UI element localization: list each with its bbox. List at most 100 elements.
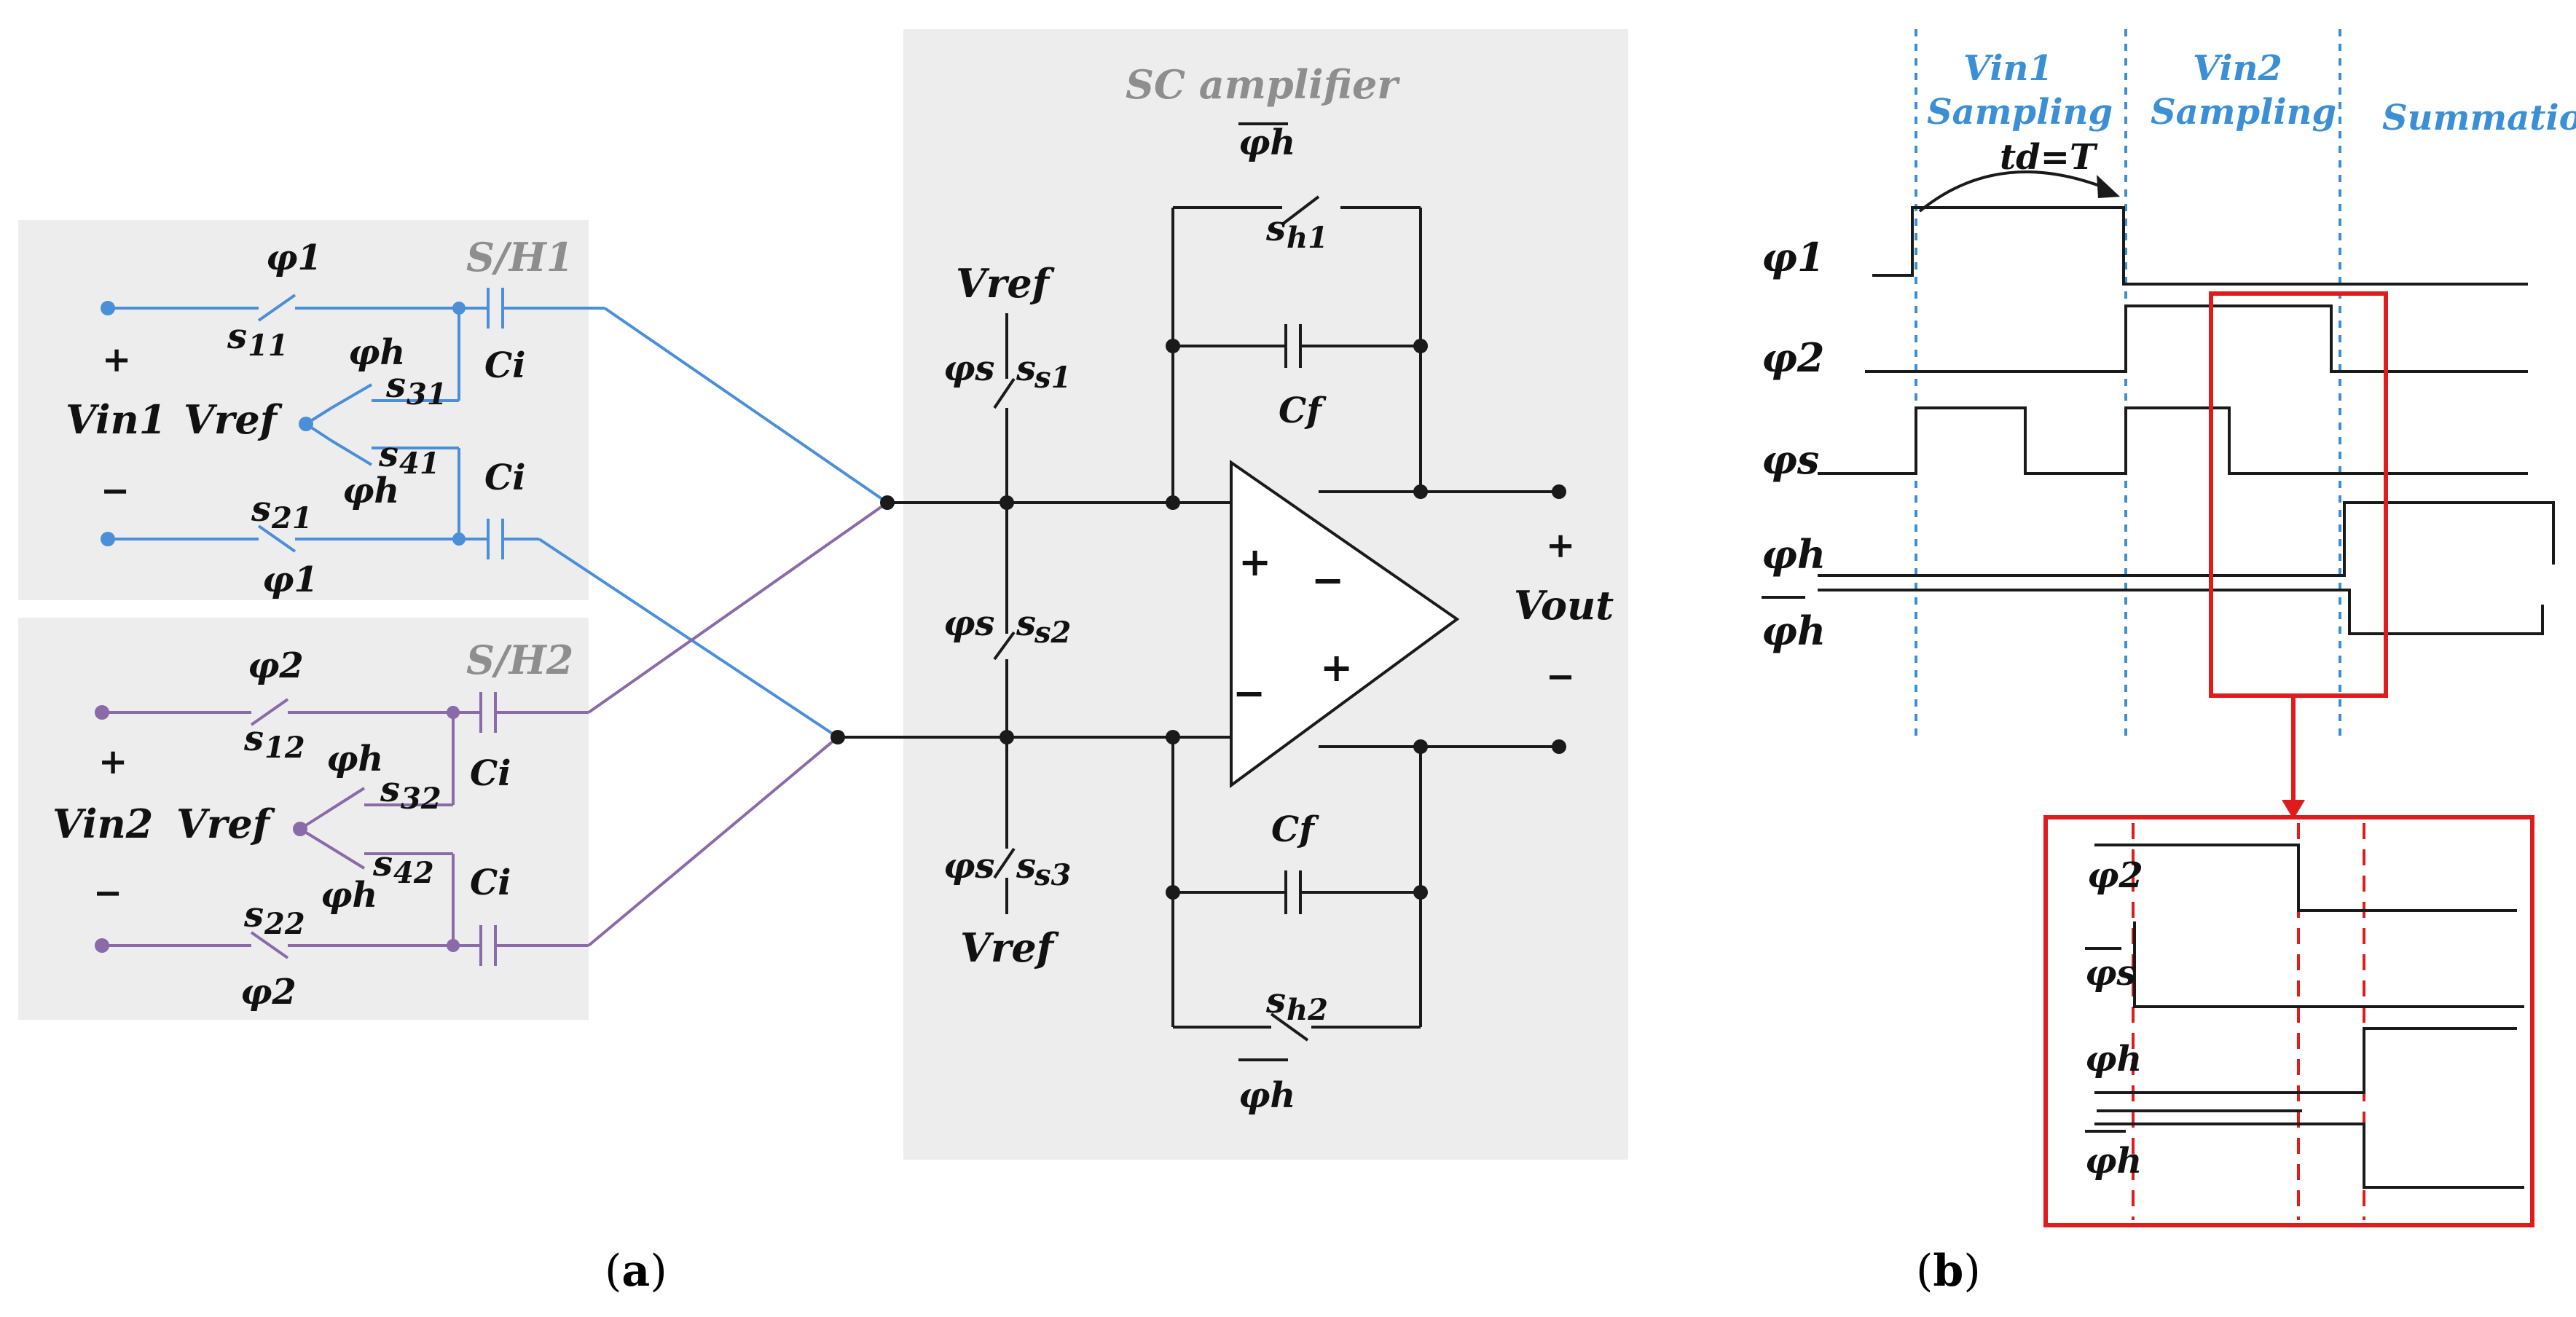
svg-text:31: 31 xyxy=(407,377,447,412)
vout-minus-terminal xyxy=(1552,739,1566,754)
svg-text:+: + xyxy=(1238,538,1271,585)
svg-text:Cf: Cf xyxy=(1271,809,1319,850)
svg-text:21: 21 xyxy=(271,501,313,535)
svg-text:Vref: Vref xyxy=(960,924,1059,971)
svg-text:Vin1: Vin1 xyxy=(1963,48,2053,89)
opamp-triangle xyxy=(1230,460,1460,788)
svg-text:Vout: Vout xyxy=(1514,582,1614,629)
svg-text:11: 11 xyxy=(248,329,288,363)
svg-text:φ1: φ1 xyxy=(266,237,322,278)
svg-text:s3: s3 xyxy=(1034,858,1071,892)
svg-text:−: − xyxy=(93,873,122,913)
svg-text:φh: φh xyxy=(342,471,399,511)
svg-text:Vref: Vref xyxy=(184,396,283,443)
svg-text:Vin2: Vin2 xyxy=(2193,48,2282,89)
svg-text:−: − xyxy=(101,471,130,511)
svg-text:−: − xyxy=(1311,557,1344,603)
svg-text:−: − xyxy=(1546,656,1575,697)
panel-b: Vin1 Sampling Vin2 Sampling Summation td… xyxy=(1762,29,2576,1297)
svg-text:−: − xyxy=(1233,669,1265,716)
zoom-box xyxy=(2043,815,2534,1227)
amp-title: SC amplifier xyxy=(1126,61,1400,108)
svg-text:φh: φh xyxy=(321,875,377,916)
vout-plus-terminal xyxy=(1552,484,1566,499)
svg-text:φh: φh xyxy=(2085,1039,2142,1080)
svg-text:12: 12 xyxy=(264,731,305,765)
svg-text:42: 42 xyxy=(393,856,434,890)
caption-a: (a) xyxy=(605,1246,667,1297)
svg-text:s: s xyxy=(380,769,400,810)
svg-text:s: s xyxy=(372,844,393,884)
svg-text:h2: h2 xyxy=(1287,993,1328,1027)
vin1-minus-terminal xyxy=(101,532,115,546)
svg-text:Summation: Summation xyxy=(2382,98,2576,138)
svg-text:φ1: φ1 xyxy=(262,559,318,600)
phih-waveform xyxy=(1818,501,2555,577)
svg-text:td=T: td=T xyxy=(2000,137,2098,178)
svg-text:Ci: Ci xyxy=(470,753,511,794)
svg-text:φs: φs xyxy=(1762,436,1819,483)
svg-text:41: 41 xyxy=(399,447,440,481)
sh1-circuit: φ1 s 11 + Vin1 Vref − φh s 31 s 41 φh Ci… xyxy=(66,237,605,600)
svg-text:φs: φs xyxy=(943,603,994,644)
svg-text:φh: φh xyxy=(1762,608,1826,654)
svg-text:s: s xyxy=(1016,846,1036,886)
sh2-block xyxy=(18,618,589,1020)
svg-text:s1: s1 xyxy=(1034,361,1071,395)
caption-b: (b) xyxy=(1916,1246,1981,1297)
svg-text:s: s xyxy=(385,365,406,406)
svg-text:+: + xyxy=(1546,525,1575,566)
svg-text:φ1: φ1 xyxy=(1762,234,1824,280)
svg-text:s: s xyxy=(1265,208,1286,249)
svg-text:s: s xyxy=(243,895,264,935)
phis-waveform xyxy=(1818,406,2528,475)
svg-text:φh: φh xyxy=(1238,122,1295,163)
svg-text:Sampling: Sampling xyxy=(2151,92,2336,133)
svg-text:φs: φs xyxy=(943,846,994,886)
sh2-title: S/H2 xyxy=(466,637,573,683)
highlight-box xyxy=(2209,291,2388,698)
svg-text:φ2: φ2 xyxy=(240,972,297,1013)
svg-text:s: s xyxy=(1016,603,1036,644)
svg-text:Ci: Ci xyxy=(470,862,511,903)
phihbar-waveform xyxy=(1818,589,2544,635)
svg-text:φ2: φ2 xyxy=(2087,855,2143,896)
svg-text:s: s xyxy=(1016,348,1036,389)
phi2-waveform xyxy=(1865,304,2528,373)
svg-text:h1: h1 xyxy=(1287,221,1328,255)
svg-text:φh: φh xyxy=(1238,1075,1295,1116)
sc-amplifier-circuit: φh s h1 Cf Vref φs s s1 φs s s2 φs s s3 … xyxy=(830,122,1614,1116)
phi1-waveform xyxy=(1872,206,2528,286)
svg-text:φ2: φ2 xyxy=(248,645,304,686)
svg-text:φ2: φ2 xyxy=(1762,334,1824,381)
svg-text:φh: φh xyxy=(326,739,383,779)
svg-text:s: s xyxy=(1265,980,1286,1021)
svg-text:φh: φh xyxy=(2085,1141,2142,1182)
svg-text:Vref: Vref xyxy=(956,260,1055,307)
svg-text:Vin2: Vin2 xyxy=(52,801,153,847)
panel-a: S/H1 S/H2 SC amplifier xyxy=(18,29,1628,1297)
svg-text:s: s xyxy=(227,316,247,357)
svg-text:φh: φh xyxy=(1762,531,1826,578)
svg-text:+: + xyxy=(98,742,127,782)
sh1-title: S/H1 xyxy=(466,234,573,280)
svg-text:Ci: Ci xyxy=(484,457,525,498)
svg-text:22: 22 xyxy=(264,907,305,941)
svg-text:Vin1: Vin1 xyxy=(66,396,166,443)
svg-text:Sampling: Sampling xyxy=(1927,92,2113,133)
svg-text:φs: φs xyxy=(943,348,994,389)
svg-text:s2: s2 xyxy=(1034,616,1071,650)
svg-text:φh: φh xyxy=(348,332,405,373)
svg-text:+: + xyxy=(1320,644,1353,691)
cross-wiring xyxy=(538,307,889,947)
svg-text:φs: φs xyxy=(2085,953,2136,994)
svg-text:s: s xyxy=(251,489,271,530)
sh2-circuit: φ2 s 12 + Vin2 Vref − φh s 32 s 42 φh Ci… xyxy=(52,645,589,1013)
svg-text:Cf: Cf xyxy=(1279,390,1327,431)
svg-text:Ci: Ci xyxy=(484,345,525,386)
svg-text:s: s xyxy=(378,434,398,475)
svg-text:32: 32 xyxy=(401,782,441,816)
svg-text:+: + xyxy=(102,339,131,380)
svg-text:s: s xyxy=(243,718,264,759)
